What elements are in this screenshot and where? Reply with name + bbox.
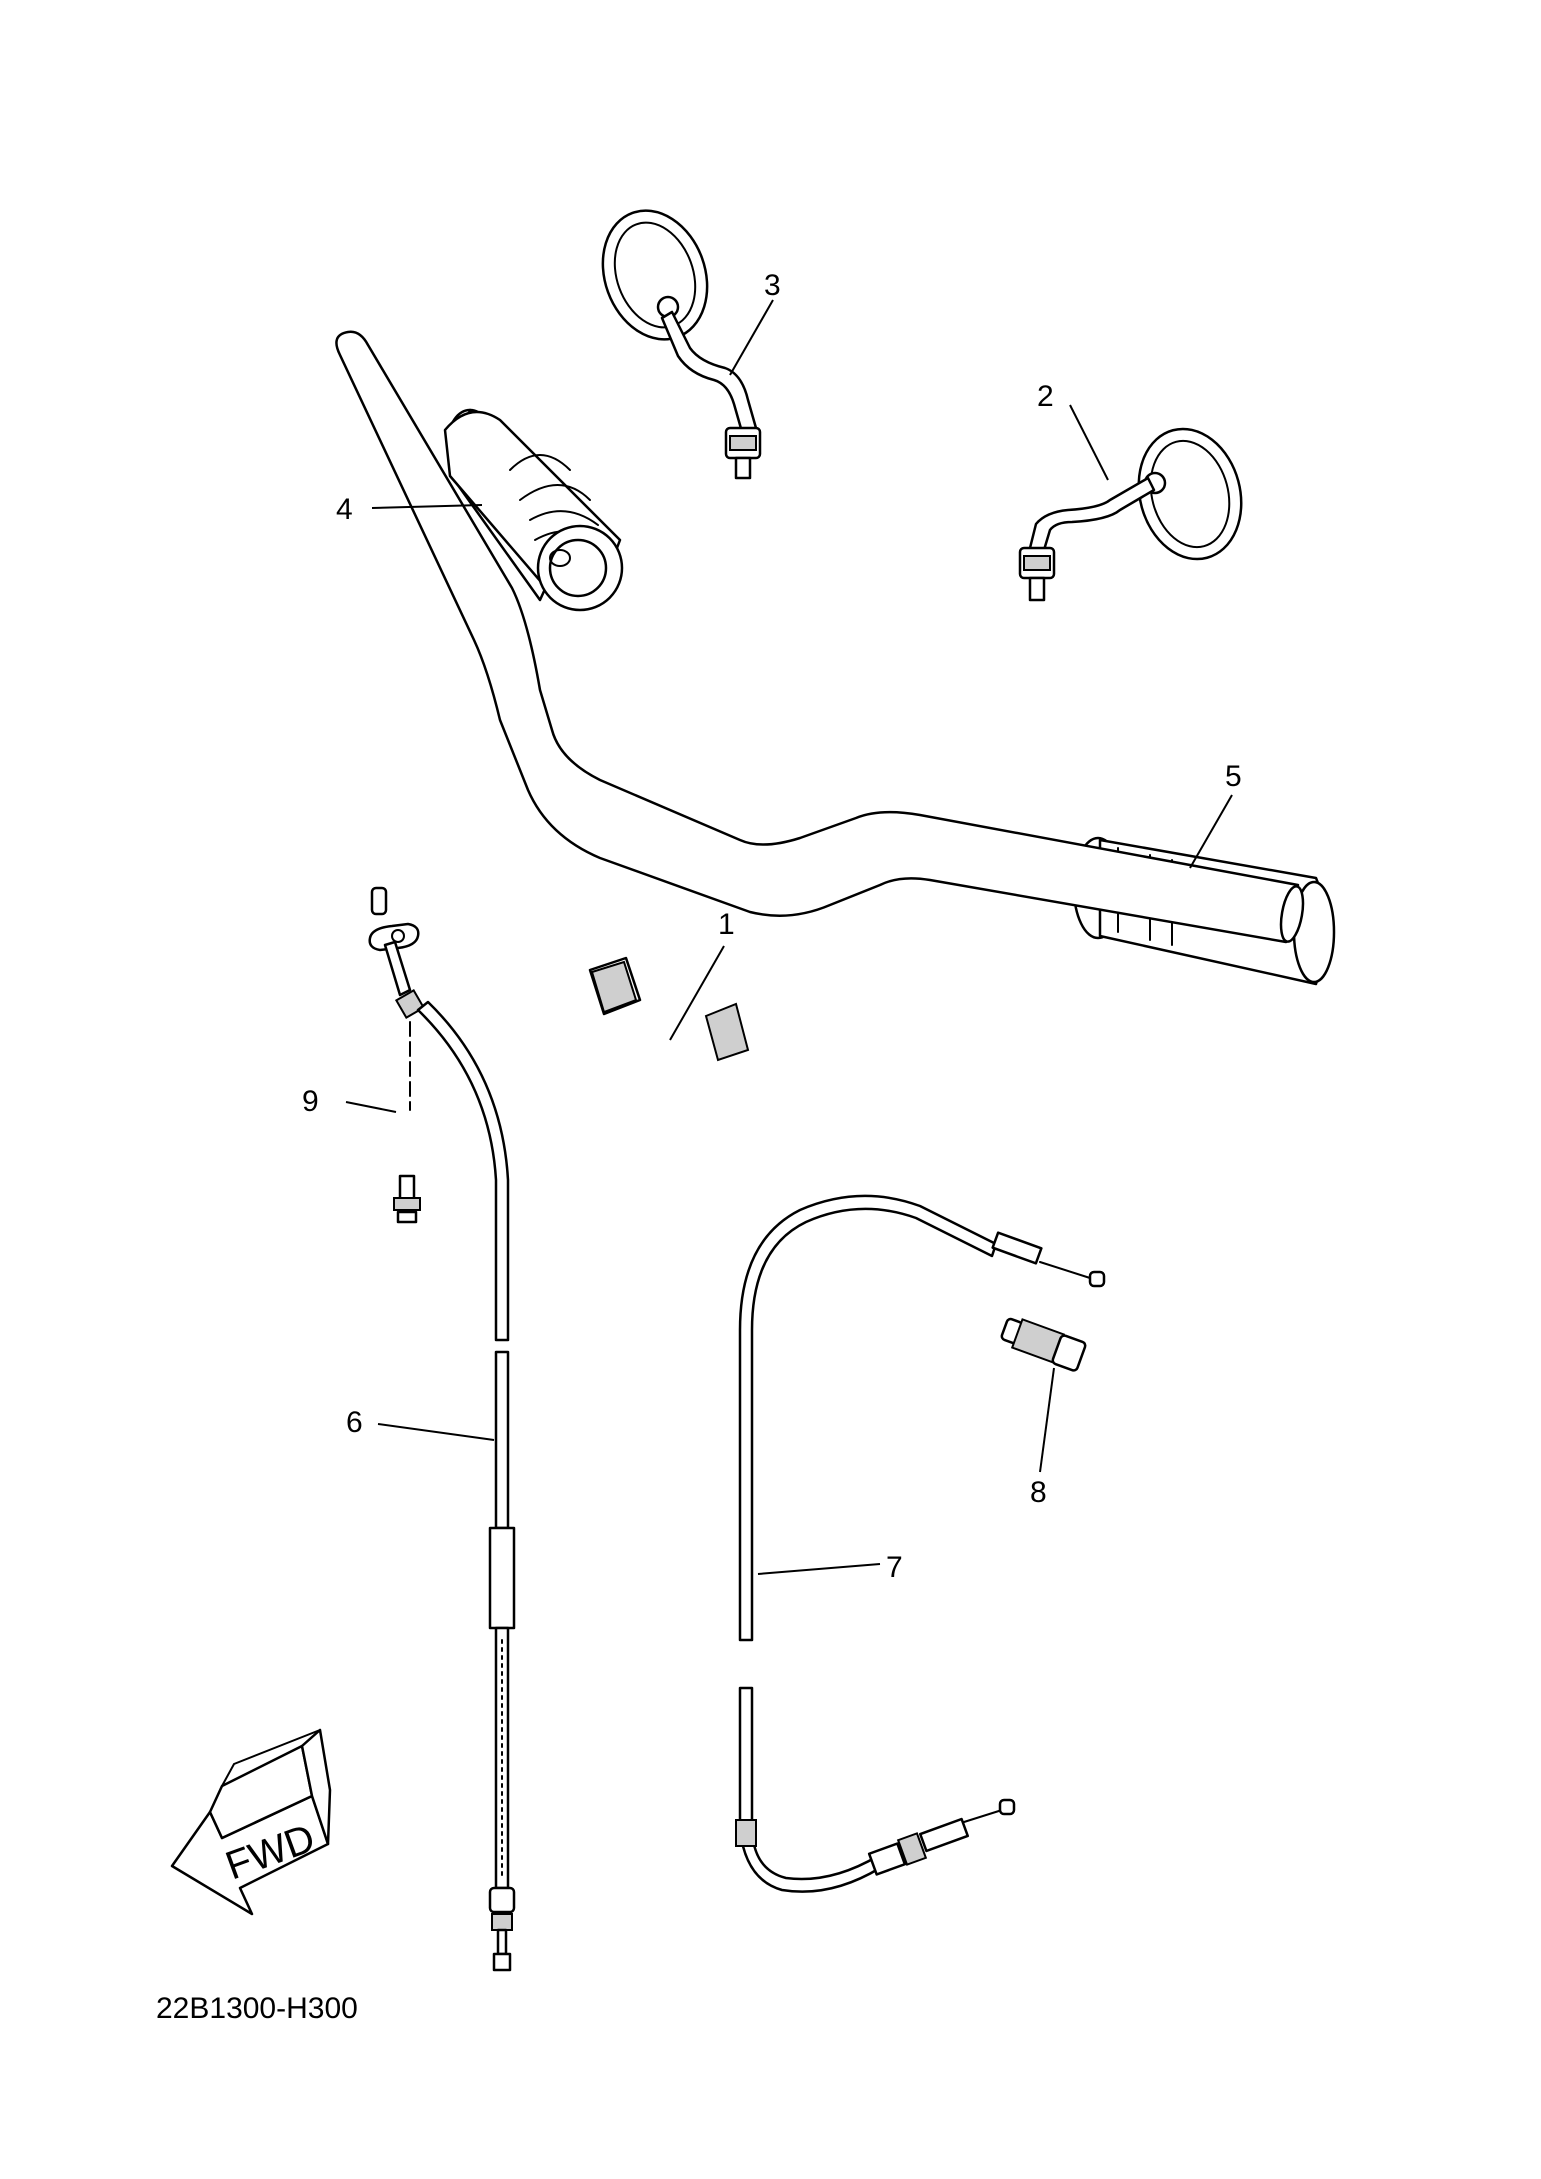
callout-4[interactable]: 4: [336, 493, 353, 526]
callout-6[interactable]: 6: [346, 1406, 363, 1439]
callout-7[interactable]: 7: [886, 1551, 903, 1584]
forward-direction-arrow: FWD: [170, 1728, 332, 1916]
callout-8[interactable]: 8: [1030, 1476, 1047, 1509]
handlebar-part[interactable]: [335, 330, 1306, 1062]
callouts: 1 2 3 4 5 6 7 8 9: [302, 269, 1242, 1584]
callout-1[interactable]: 1: [718, 908, 735, 941]
throttle-cable-part[interactable]: [368, 886, 516, 1972]
mirror-right-part[interactable]: [1018, 417, 1255, 602]
screw-part[interactable]: [393, 1174, 421, 1224]
callout-3[interactable]: 3: [764, 269, 781, 302]
callout-5[interactable]: 5: [1225, 760, 1242, 793]
clutch-cable-part[interactable]: [735, 1194, 1106, 1893]
cable-adjuster-part[interactable]: [1000, 1317, 1087, 1372]
mirror-left-part[interactable]: [585, 196, 762, 480]
callout-9[interactable]: 9: [302, 1085, 319, 1118]
grip-left-part[interactable]: [443, 408, 624, 612]
callout-2[interactable]: 2: [1037, 380, 1054, 413]
reference-code: 22B1300-H300: [156, 1992, 358, 2025]
leader-lines: [345, 299, 1233, 1575]
